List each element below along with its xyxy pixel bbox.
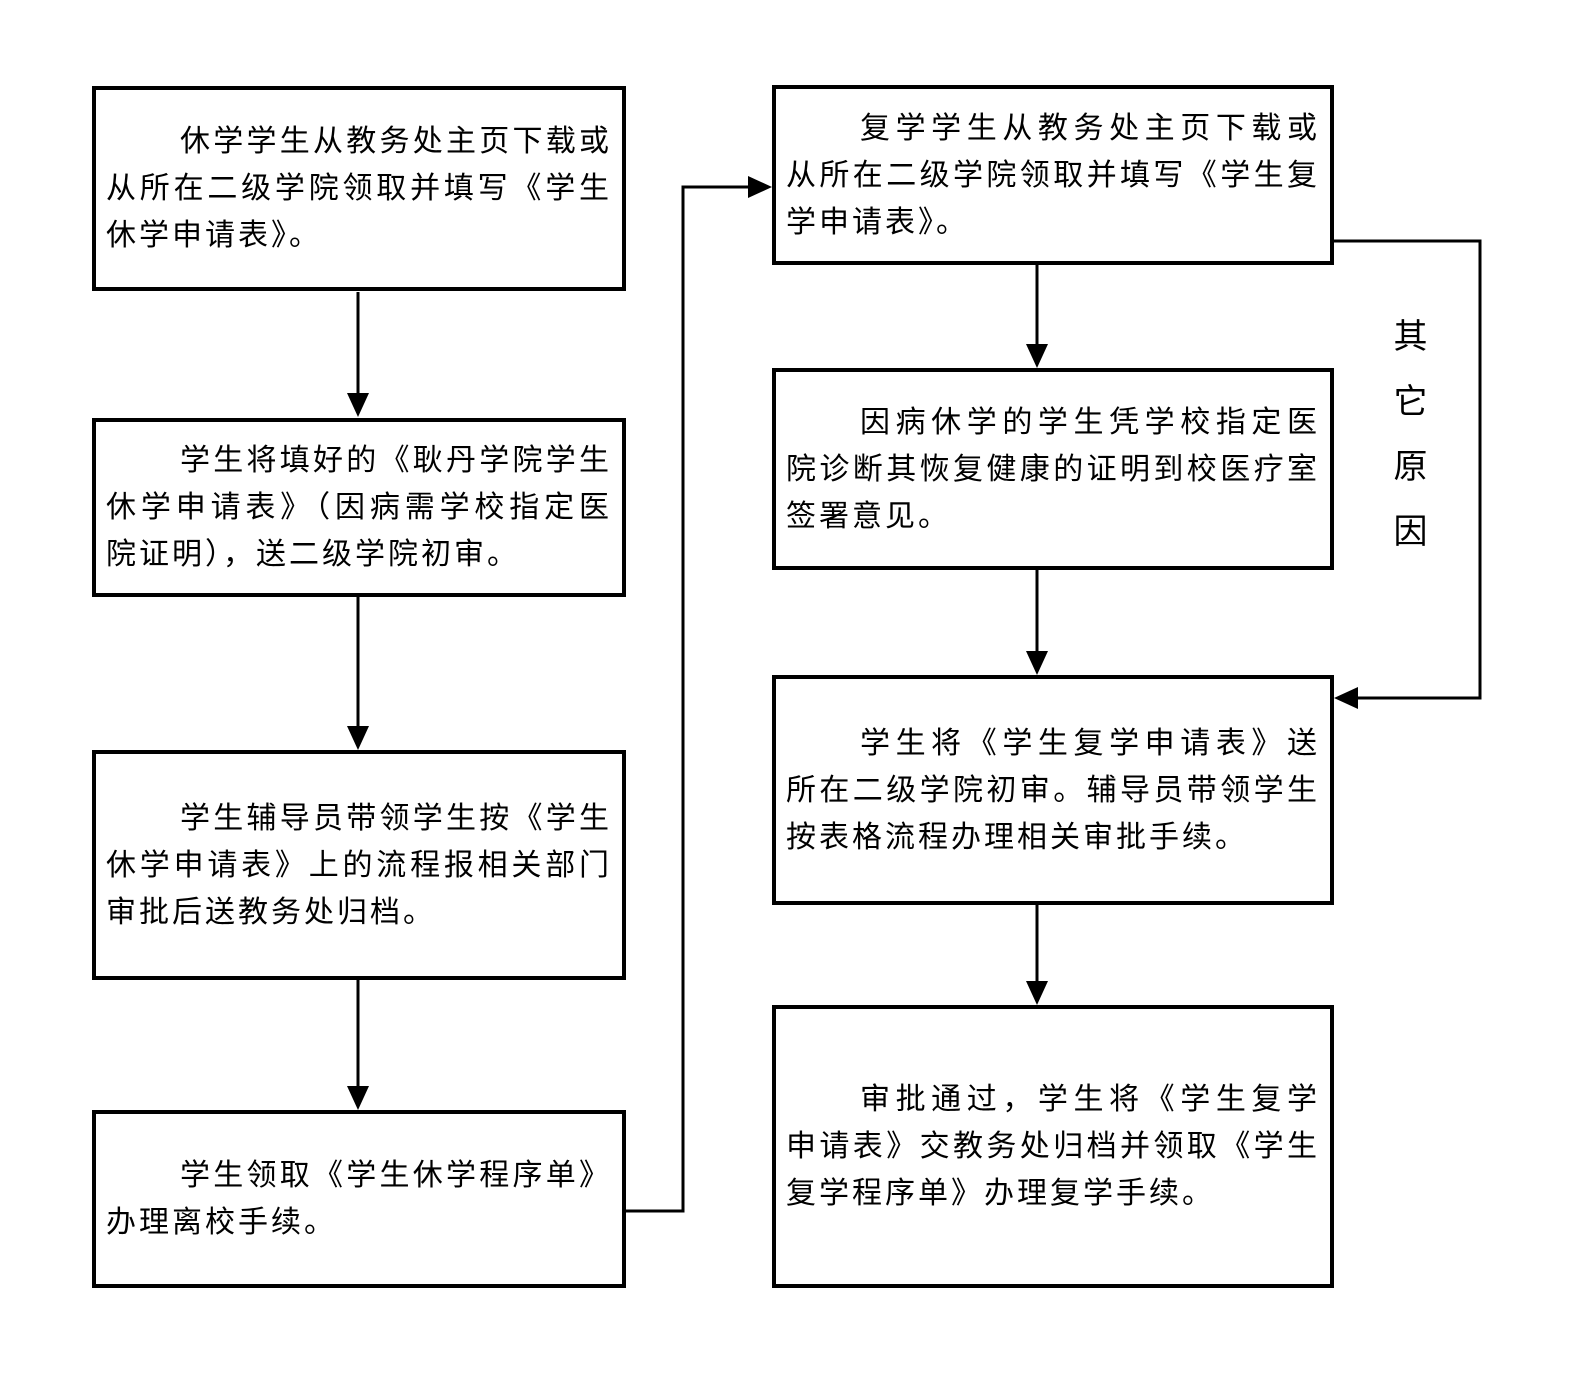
node-text: 复学学生从教务处主页下载或从所在二级学院领取并填写《学生复学申请表》。 <box>786 111 1320 239</box>
connector-other-reason-bypass <box>1334 239 1482 709</box>
arrow-suspend-2-to-3 <box>347 597 369 750</box>
node-text: 因病休学的学生凭学校指定医院诊断其恢复健康的证明到校医疗室签署意见。 <box>786 405 1320 533</box>
node-suspend-approval-archive: 学生辅导员带领学生按《学生休学申请表》上的流程报相关部门审批后送教务处归档。 <box>92 750 626 980</box>
arrow-suspend-3-to-4 <box>347 980 369 1110</box>
node-suspend-apply-form: 休学学生从教务处主页下载或从所在二级学院领取并填写《学生休学申请表》。 <box>92 86 626 291</box>
node-text: 审批通过，学生将《学生复学申请表》交教务处归档并领取《学生复学程序单》办理复学手… <box>786 1083 1320 1210</box>
node-text: 学生领取《学生休学程序单》办理离校手续。 <box>106 1159 612 1239</box>
node-resume-health-certificate: 因病休学的学生凭学校指定医院诊断其恢复健康的证明到校医疗室签署意见。 <box>772 368 1334 570</box>
node-text: 学生将《学生复学申请表》送所在二级学院初审。辅导员带领学生按表格流程办理相关审批… <box>786 726 1320 854</box>
node-suspend-college-review: 学生将填好的《耿丹学院学生休学申请表》（因病需学校指定医院证明），送二级学院初审… <box>92 418 626 597</box>
connector-suspend-to-resume <box>626 176 772 1213</box>
node-text: 学生辅导员带领学生按《学生休学申请表》上的流程报相关部门审批后送教务处归档。 <box>106 801 612 929</box>
other-reason-label: 其它原因 <box>1388 318 1425 578</box>
node-suspend-leave-procedure: 学生领取《学生休学程序单》办理离校手续。 <box>92 1110 626 1288</box>
node-text: 学生将填好的《耿丹学院学生休学申请表》（因病需学校指定医院证明），送二级学院初审… <box>106 444 612 571</box>
node-resume-apply-form: 复学学生从教务处主页下载或从所在二级学院领取并填写《学生复学申请表》。 <box>772 85 1334 265</box>
arrow-suspend-1-to-2 <box>347 292 369 417</box>
arrow-resume-2-to-3 <box>1026 570 1048 675</box>
node-resume-college-review: 学生将《学生复学申请表》送所在二级学院初审。辅导员带领学生按表格流程办理相关审批… <box>772 675 1334 905</box>
node-resume-archive-procedure: 审批通过，学生将《学生复学申请表》交教务处归档并领取《学生复学程序单》办理复学手… <box>772 1005 1334 1288</box>
arrow-resume-3-to-4 <box>1026 905 1048 1005</box>
node-text: 休学学生从教务处主页下载或从所在二级学院领取并填写《学生休学申请表》。 <box>106 125 612 252</box>
arrow-resume-1-to-2 <box>1026 265 1048 368</box>
